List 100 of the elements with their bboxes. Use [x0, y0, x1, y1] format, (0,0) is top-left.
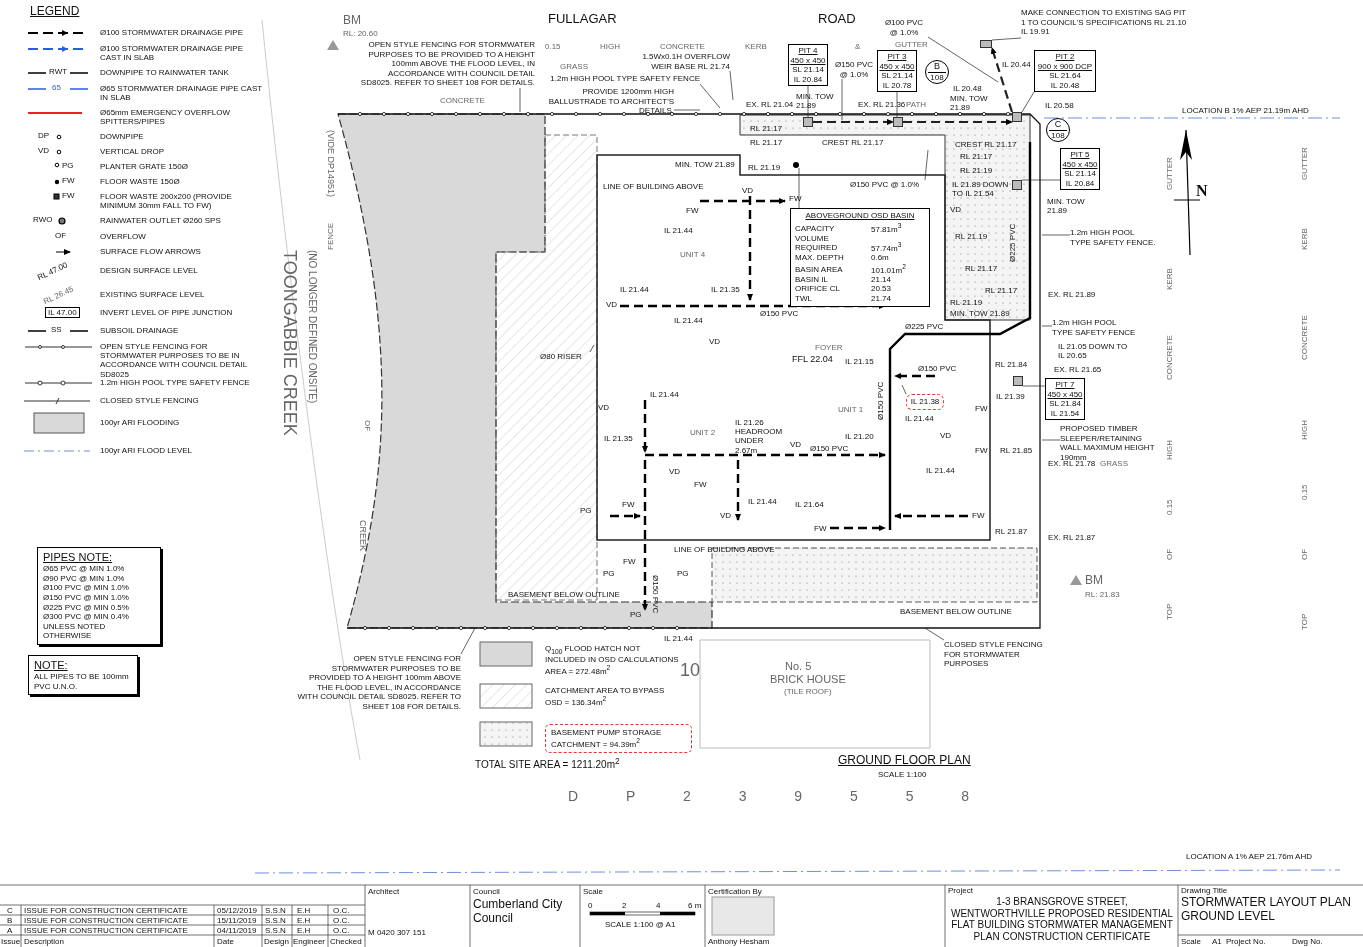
field-caption: Project No.	[1226, 937, 1266, 947]
road-text: TOP	[1300, 613, 1310, 630]
level-text: RL 21.17	[965, 264, 998, 274]
note-text: ALL PIPES TO BE 100mm PVC U.N.O.	[34, 672, 130, 692]
level-text: MIN. TOW 21.89	[950, 309, 1010, 319]
table-cell: E.H	[297, 906, 311, 916]
legend-text: SURFACE FLOW ARROWS	[100, 247, 202, 257]
inlet-dot	[793, 162, 799, 168]
callout-note: 1.2m HIGH POOL TYPE SAFETY FENCE.	[1070, 228, 1156, 248]
table-cell-text: 57.74m$^{3}$	[871, 240, 903, 254]
leader-line	[841, 78, 843, 121]
creek-note: (VIDE DP14951)	[325, 130, 336, 198]
scale-note: SCALE 1:100	[878, 770, 927, 780]
table-cell: ISSUE FOR CONSTRUCTION CERTIFICATE	[24, 916, 188, 926]
level-text: RL 21.19	[748, 163, 781, 173]
symbol-code: PG	[677, 569, 689, 579]
note-text: Ø225 PVC @ MIN 0.5%	[43, 602, 130, 613]
pipe-label: Ø150 PVC	[650, 575, 660, 614]
table-cell: S.S.N	[265, 916, 286, 926]
symbol-code: FW	[789, 194, 802, 204]
pit-data: IL 20.84	[1064, 178, 1096, 189]
pit-data: SL 21.14	[1063, 169, 1097, 179]
legend-text: CLOSED STYLE FENCING	[100, 396, 200, 406]
table-cell: ISSUE FOR CONSTRUCTION CERTIFICATE	[24, 926, 188, 936]
level-text: IL 21.44	[674, 316, 703, 326]
field-caption: Scale	[583, 887, 603, 897]
surface-text: GRASS	[1100, 459, 1128, 469]
callout-note: Ø100 PVC @ 1.0%	[880, 18, 928, 38]
leader-line	[924, 627, 945, 641]
callout-note: MAKE CONNECTION TO EXISTING SAG PIT 1 TO COUNCIL'S SPECIFICATIONS RL 21.10 IL 19.91	[1021, 8, 1191, 38]
level-text: IL 21.26 HEADROOM UNDER 2.67m	[735, 418, 784, 455]
pipe-label: Ø150 PVC	[918, 364, 957, 374]
section-letter: C	[1049, 119, 1067, 131]
field-caption: Drawing Title	[1181, 886, 1228, 896]
street-name: FULLAGAR	[548, 12, 617, 27]
legend-text: RAINWATER OUTLET Ø260 SPS	[100, 216, 222, 226]
fence-text: FENCE	[326, 222, 336, 250]
floor-level-text: FFL 22.04	[792, 354, 833, 365]
level-text: EX. RL 21.36	[858, 100, 906, 110]
leader-line	[589, 344, 595, 353]
pipes-note-box	[37, 547, 161, 645]
outline-note: LINE OF BUILDING ABOVE	[603, 182, 704, 192]
road-text: CONCRETE	[660, 42, 705, 52]
note-text: Ø100 PVC @ MIN 1.0%	[43, 583, 130, 593]
level-text: IL 47.00	[45, 307, 80, 319]
legend-text: Ø100 STORMWATER DRAINAGE PIPE CAST IN SLAB	[100, 44, 244, 63]
legend-text: DOWNPIPE TO RAINWATER TANK	[100, 68, 230, 78]
table-cell: 05/12/2019	[217, 906, 258, 916]
legend-text: OPEN STYLE FENCING FOR STORMWATER PURPOSES TO BE IN ACCORDANCE WITH COUNCIL DETAIL SD8025	[100, 342, 248, 379]
pit-schedule-box	[788, 44, 828, 87]
council-name: Cumberland City Council	[473, 898, 564, 926]
table-header: Issue	[1, 937, 21, 947]
leader-line	[1021, 179, 1061, 181]
pit-name: PIT 7	[1054, 380, 1076, 390]
symbol-code: OF	[55, 231, 67, 241]
table-cell: S.S.N	[265, 906, 286, 916]
level-text: IL 21.44	[650, 390, 679, 400]
level-text: IL 21.20	[845, 432, 874, 442]
symbol-code: FW	[694, 480, 707, 490]
symbol-code: VD	[38, 146, 50, 156]
section-letter: B	[928, 61, 946, 73]
level-text: IL 21.44	[620, 285, 649, 295]
level-text: EX. RL 21.89	[1048, 290, 1096, 300]
level-text: CREST RL 21.17	[822, 138, 884, 148]
level-text: RL 21.19	[960, 166, 993, 176]
table-cell-text: 101.01m$^{2}$	[871, 262, 907, 275]
leader-line	[1041, 325, 1053, 327]
table-cell: E.H	[297, 926, 311, 936]
flood-level-note: LOCATION A 1% AEP 21.76m AHD	[1186, 852, 1312, 862]
table-cell: O.C.	[333, 926, 350, 936]
road-text: 0.15	[1165, 499, 1175, 515]
pit-name: PIT 5	[1069, 150, 1091, 160]
pit-schedule-box	[1045, 378, 1085, 421]
table-cell: ISSUE FOR CONSTRUCTION CERTIFICATE	[24, 906, 188, 916]
table-cell-text: 20.53	[871, 284, 893, 295]
legend-text: PLANTER GRATE 150Ø	[100, 162, 189, 172]
level-text: EX. RL 21.78	[1048, 459, 1096, 469]
pit-name: PIT 2	[1054, 52, 1076, 62]
level-text: IL 21.35	[604, 434, 633, 444]
surface-text: PATH	[906, 100, 927, 110]
lot-number: 10	[680, 660, 701, 681]
level-text: IL 20.44	[1002, 60, 1031, 70]
level-text: IL 21.15	[845, 357, 874, 367]
symbol-code: VD	[950, 205, 962, 215]
pit-data: IL 20.84	[792, 74, 824, 85]
level-text: IL 21.35	[711, 285, 740, 295]
table-cell-text: MAX. DEPTH	[795, 253, 845, 263]
level-text: RL 21.17	[960, 152, 993, 162]
level-text: IL 21.39	[996, 392, 1025, 402]
note-box	[28, 655, 138, 696]
level-text: RL: 21.83	[1085, 590, 1120, 600]
neighbour-house-label: No. 5	[785, 660, 812, 673]
plan-title: GROUND FLOOR PLAN	[838, 754, 971, 768]
leader-line	[927, 36, 999, 83]
leader-line	[519, 87, 521, 113]
symbol-code: VD	[720, 511, 732, 521]
pit-symbol	[893, 117, 903, 127]
symbol-code: FW	[686, 206, 699, 216]
legend-text: FLOOR WASTE 150Ø	[100, 177, 181, 187]
symbol-code: FW	[622, 500, 635, 510]
